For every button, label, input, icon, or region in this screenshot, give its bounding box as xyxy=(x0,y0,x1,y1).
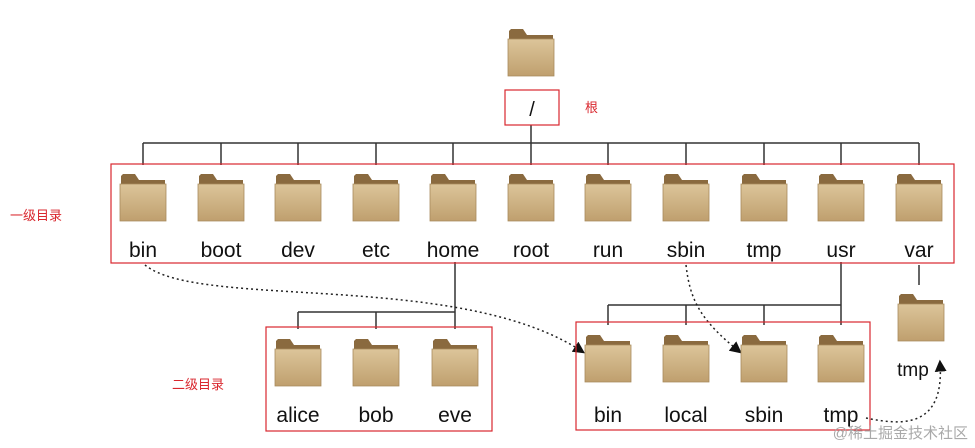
folder-label: dev xyxy=(281,239,315,262)
level1-annotation: 一级目录 xyxy=(10,208,62,223)
arrow-usr-tmp-to-var-tmp xyxy=(865,359,947,423)
folder-label: alice xyxy=(276,404,319,427)
arrow-sbin-to-usr-sbin xyxy=(685,264,742,354)
folder-icon xyxy=(584,173,632,222)
folder-label: bob xyxy=(358,404,393,427)
usr-children-labels: bin local sbin tmp xyxy=(594,404,859,427)
usr-children-box xyxy=(575,321,871,431)
level1-folders xyxy=(119,173,943,222)
folder-icon xyxy=(584,334,632,383)
folder-label: bin xyxy=(594,404,622,427)
folder-label: boot xyxy=(201,239,242,262)
folder-icon xyxy=(895,173,943,222)
folder-icon xyxy=(431,338,479,387)
folder-icon xyxy=(897,293,945,342)
level1-box xyxy=(110,163,955,264)
folder-label: etc xyxy=(362,239,390,262)
folder-icon xyxy=(352,338,400,387)
folder-label: sbin xyxy=(667,239,706,262)
folder-icon xyxy=(507,173,555,222)
usr-children-folders xyxy=(584,334,865,383)
home-children-labels: alice bob eve xyxy=(276,404,472,427)
folder-label: tmp xyxy=(746,239,781,262)
arrow-bin-to-usr-bin xyxy=(144,264,585,354)
folder-label: local xyxy=(664,404,707,427)
folder-icon xyxy=(507,28,555,77)
folder-label: run xyxy=(593,239,623,262)
folder-label: bin xyxy=(129,239,157,262)
tree-connectors xyxy=(142,125,920,329)
folder-label: var xyxy=(904,239,933,262)
link-arrows xyxy=(144,264,947,423)
folder-label: tmp xyxy=(897,360,929,381)
home-children-box xyxy=(265,326,493,432)
folder-icon xyxy=(662,173,710,222)
root-label: / xyxy=(529,99,535,121)
folder-icon xyxy=(119,173,167,222)
folder-label: tmp xyxy=(823,404,858,427)
folder-icon xyxy=(817,334,865,383)
level2-annotation: 二级目录 xyxy=(172,377,224,392)
folder-icon xyxy=(817,173,865,222)
folder-icon xyxy=(274,338,322,387)
highlight-boxes xyxy=(110,89,955,432)
root-annotation: 根 xyxy=(585,100,598,115)
folder-icon xyxy=(352,173,400,222)
level1-labels: bin boot dev etc home root run sbin tmp … xyxy=(129,239,934,262)
folder-label: sbin xyxy=(745,404,784,427)
folder-icon xyxy=(662,334,710,383)
folder-label: root xyxy=(513,239,549,262)
folder-icon xyxy=(274,173,322,222)
home-children-folders xyxy=(274,338,479,387)
folder-icon xyxy=(197,173,245,222)
folder-label: eve xyxy=(438,404,472,427)
watermark: @稀土掘金技术社区 xyxy=(833,425,968,442)
root-box xyxy=(504,89,560,126)
folder-label: usr xyxy=(826,239,855,262)
folder-label: home xyxy=(427,239,480,262)
folder-icon xyxy=(740,334,788,383)
folder-icon xyxy=(740,173,788,222)
folder-icon xyxy=(429,173,477,222)
